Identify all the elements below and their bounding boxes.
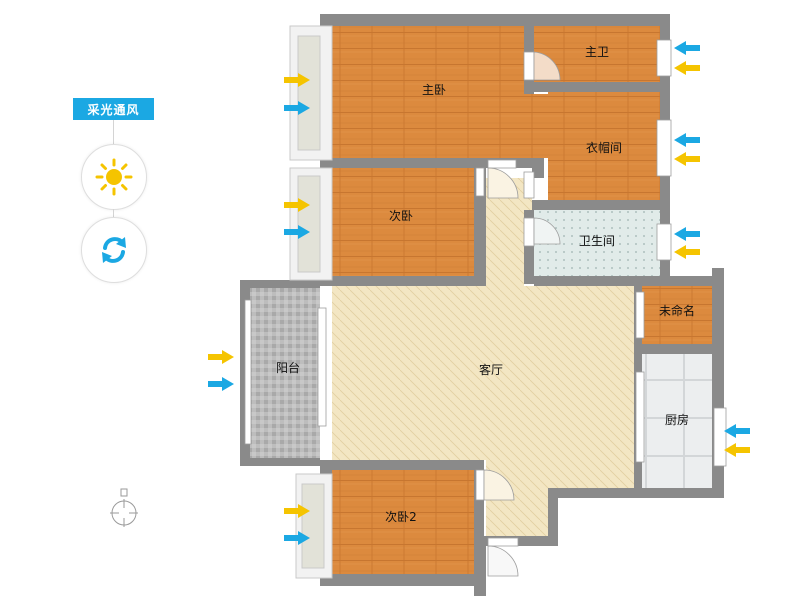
sunlight-arrow-icon	[724, 443, 750, 457]
connector-line	[113, 120, 114, 144]
ventilation-button[interactable]	[81, 217, 147, 283]
sunlight-arrow-icon	[284, 504, 310, 518]
room-second-bedroom[interactable]	[332, 168, 474, 276]
room-label-second-bedroom-2: 次卧2	[385, 510, 417, 524]
room-label-unnamed: 未命名	[659, 303, 695, 318]
wind-arrow-icon	[674, 133, 700, 147]
room-label-bathroom: 卫生间	[579, 234, 615, 248]
windows	[244, 39, 727, 467]
sunlight-arrow-icon	[208, 350, 234, 364]
room-second-bedroom-2[interactable]	[332, 470, 474, 574]
lighting-ventilation-tab[interactable]: 采光通风	[73, 98, 154, 120]
wind-arrow-icon	[674, 227, 700, 241]
wind-arrow-icon	[284, 225, 310, 239]
room-label-living: 客厅	[479, 362, 503, 377]
wind-arrow-icon	[724, 424, 750, 438]
wind-arrow-icon	[284, 531, 310, 545]
room-label-second-bedroom: 次卧	[389, 209, 413, 223]
room-unnamed[interactable]	[642, 286, 712, 344]
room-label-kitchen: 厨房	[665, 412, 689, 427]
sunlight-arrow-icon	[674, 245, 700, 259]
sunlight-arrow-icon	[674, 61, 700, 75]
sunlight-arrow-icon	[284, 73, 310, 87]
wind-arrow-icon	[208, 377, 234, 391]
room-master-bedroom[interactable]	[332, 26, 548, 158]
doors	[475, 51, 645, 577]
wind-arrow-icon	[284, 101, 310, 115]
room-label-master-bedroom: 主卧	[422, 83, 446, 97]
sunlight-arrow-icon	[674, 152, 700, 166]
sun-button[interactable]	[81, 144, 147, 210]
room-living[interactable]	[332, 178, 634, 536]
room-label-balcony: 阳台	[276, 360, 300, 375]
room-balcony[interactable]	[250, 288, 320, 458]
sun-icon	[95, 158, 133, 196]
compass-icon[interactable]	[108, 488, 140, 528]
connector-line	[113, 209, 114, 217]
room-cloakroom[interactable]	[548, 92, 660, 200]
sunlight-arrow-icon	[284, 198, 310, 212]
bay-window	[289, 25, 333, 579]
room-kitchen[interactable]	[642, 354, 712, 488]
wind-arrow-icon	[674, 41, 700, 55]
airflow-arrows	[208, 41, 750, 545]
refresh-icon	[102, 237, 126, 263]
room-label-cloakroom: 衣帽间	[586, 140, 622, 155]
room-label-master-bath: 主卫	[585, 45, 609, 59]
